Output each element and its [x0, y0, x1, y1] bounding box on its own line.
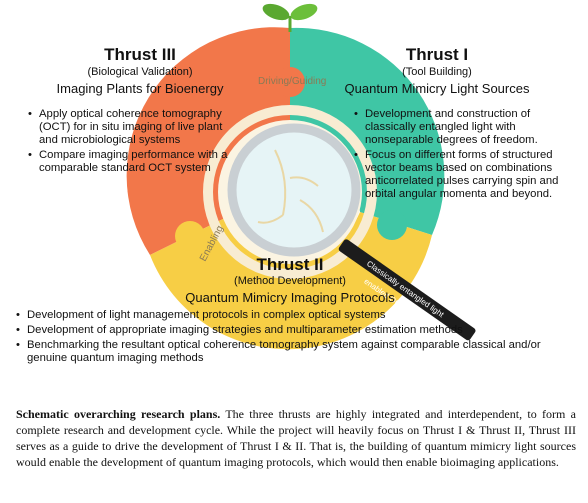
thrust3-subtitle: (Biological Validation)	[87, 66, 193, 78]
thrust3-bullet: Compare imaging performance with a compa…	[28, 149, 228, 175]
figure-caption: Schematic overarching research plans. Th…	[16, 406, 576, 470]
driving-guiding-label: Driving/Guiding	[258, 76, 326, 87]
caption-text: The three thrusts are highly integrated …	[16, 407, 576, 469]
thrust2-subtitle: (Method Development)	[234, 275, 346, 287]
thrust1-bullets: Development and construction of classica…	[354, 108, 576, 203]
puzzle-tab-top	[275, 67, 305, 97]
thrust1-subtitle: (Tool Building)	[402, 66, 472, 78]
thrust2-bullet: Benchmarking the resultant optical coher…	[16, 339, 576, 365]
thrust2-bullets: Development of light management protocol…	[16, 309, 576, 367]
thrust1-bullet: Focus on different forms of structured v…	[354, 149, 576, 201]
puzzle-tab-right	[377, 210, 407, 240]
thrust2-bullet: Development of appropriate imaging strat…	[16, 324, 576, 337]
thrust3-heading: Imaging Plants for Bioenergy	[56, 81, 224, 96]
thrust3-bullets: Apply optical coherence tomography (OCT)…	[28, 108, 228, 177]
thrust2-heading: Quantum Mimicry Imaging Protocols	[185, 290, 395, 305]
root-sketch	[257, 149, 324, 233]
thrust1-heading: Quantum Mimicry Light Sources	[344, 81, 530, 96]
sprout-leaf-left	[262, 3, 290, 21]
thrust1-bullet: Development and construction of classica…	[354, 108, 576, 147]
puzzle-tab-left	[175, 221, 205, 251]
thrust2-title: Thrust II	[256, 255, 324, 274]
caption-bold: Schematic overarching research plans.	[16, 407, 221, 421]
thrust3-title: Thrust III	[104, 45, 176, 64]
magnifier-lens	[227, 123, 361, 257]
thrust1-title: Thrust I	[405, 45, 469, 64]
thrust2-bullet: Development of light management protocol…	[16, 309, 576, 322]
sprout-leaf-right	[290, 3, 318, 21]
thrust3-bullet: Apply optical coherence tomography (OCT)…	[28, 108, 228, 147]
